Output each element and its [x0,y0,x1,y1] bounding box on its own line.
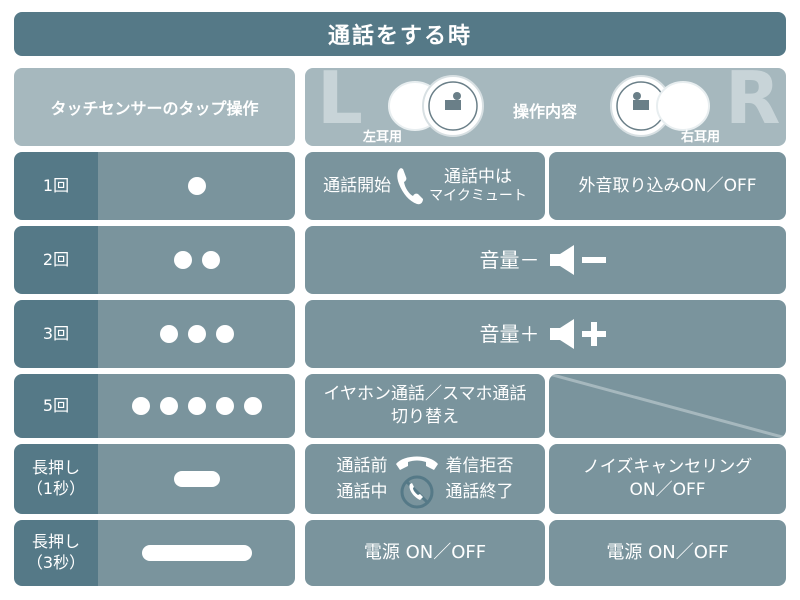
divider [545,374,549,438]
noise-cancel-text: ノイズキャンセリング [582,457,753,478]
switch-line-2: 切り替え [391,407,459,427]
hold-text: 長押し [31,532,80,552]
hold-duration: （1秒） [26,479,86,498]
volume-down-text: 音量－ [479,247,540,272]
reject-call-text: 着信拒否 [445,455,514,476]
row-2-full-cell: 音量－ [305,226,786,294]
row-1-label: 1回 [14,152,98,220]
row-hold1-taps [98,444,295,514]
row-hold3-left-cell: 電源 ON／OFF [305,520,545,586]
page-title: 通話をする時 [14,12,786,56]
call-start-text: 通話開始 [323,175,392,196]
noise-cancel-onoff: ON／OFF [629,480,706,500]
divider [545,520,549,586]
tap-dot [243,397,262,415]
tap-dot [215,397,234,415]
letter-l: L [317,68,363,140]
row-3-full-cell: 音量＋ [305,300,786,368]
tap-dot [159,397,178,415]
row-5-right-empty-cell [549,374,786,438]
row-1-left-cell: 通話開始 通話中は マイクミュート [305,152,545,220]
hold1-right-texts: 着信拒否 通話終了 [446,453,514,506]
row-2-label: 2回 [14,226,98,294]
tap-dot [187,325,206,343]
row-1-right-cell: 外音取り込みON／OFF [549,152,786,220]
hold1-left-texts: 通話前 通話中 [337,453,388,506]
not-applicable-slash [549,374,786,438]
tap-dot [187,397,206,415]
left-ear-label: 左耳用 [363,130,403,145]
before-call-text: 通話前 [336,455,388,476]
phone-icon [397,168,424,205]
row-1-taps [98,152,295,220]
divider [545,444,549,514]
switch-line-1: イヤホン通話／スマホ通話 [323,384,527,405]
row-5-taps [98,374,295,438]
row-2-taps [98,226,295,294]
row-5-label: 5回 [14,374,98,438]
row-3-label: 3回 [14,300,98,368]
tap-dot [201,251,220,269]
volume-up-text: 音量＋ [479,321,540,346]
tap-dot [215,325,234,343]
row-5-left-cell: イヤホン通話／スマホ通話 切り替え [305,374,545,438]
header-touch-sensor: タッチセンサーのタップ操作 [14,68,295,146]
row-hold3-right-cell: 電源 ON／OFF [549,520,786,586]
hold-bar-short [173,471,220,487]
row-hold3-taps [98,520,295,586]
tap-dot [187,177,206,195]
hold-duration: （3秒） [26,553,86,572]
tap-dot [173,251,192,269]
in-call-text: 通話中 [336,482,388,502]
hangup-icon [395,456,438,509]
speaker-plus-icon [549,319,606,349]
header-operation: L R 左耳用 操作内容 右耳用 [305,68,786,146]
divider [545,152,549,220]
letter-r: R [725,68,781,140]
end-call-text: 通話終了 [445,482,514,502]
mic-mute-text: マイクミュート [429,187,527,204]
row-hold1-label: 長押し （1秒） [14,444,98,514]
tap-dot [131,397,150,415]
speaker-minus-icon [549,245,606,275]
tap-dot [159,325,178,343]
row-hold1-right-cell: ノイズキャンセリング ON／OFF [549,444,786,514]
mute-block: 通話中は マイクミュート [429,167,527,204]
row-hold1-left-cell: 通話前 通話中 着信拒否 通話終了 [305,444,545,514]
row-3-taps [98,300,295,368]
operation-heading: 操作内容 [512,102,577,121]
earbud-icon [610,75,710,137]
right-ear-label: 右耳用 [681,130,721,145]
earbud-icon [388,75,484,137]
hold-bar-long [141,545,252,561]
row-hold3-label: 長押し （3秒） [14,520,98,586]
during-call-text: 通話中は [443,167,512,188]
hold-text: 長押し [31,458,80,478]
